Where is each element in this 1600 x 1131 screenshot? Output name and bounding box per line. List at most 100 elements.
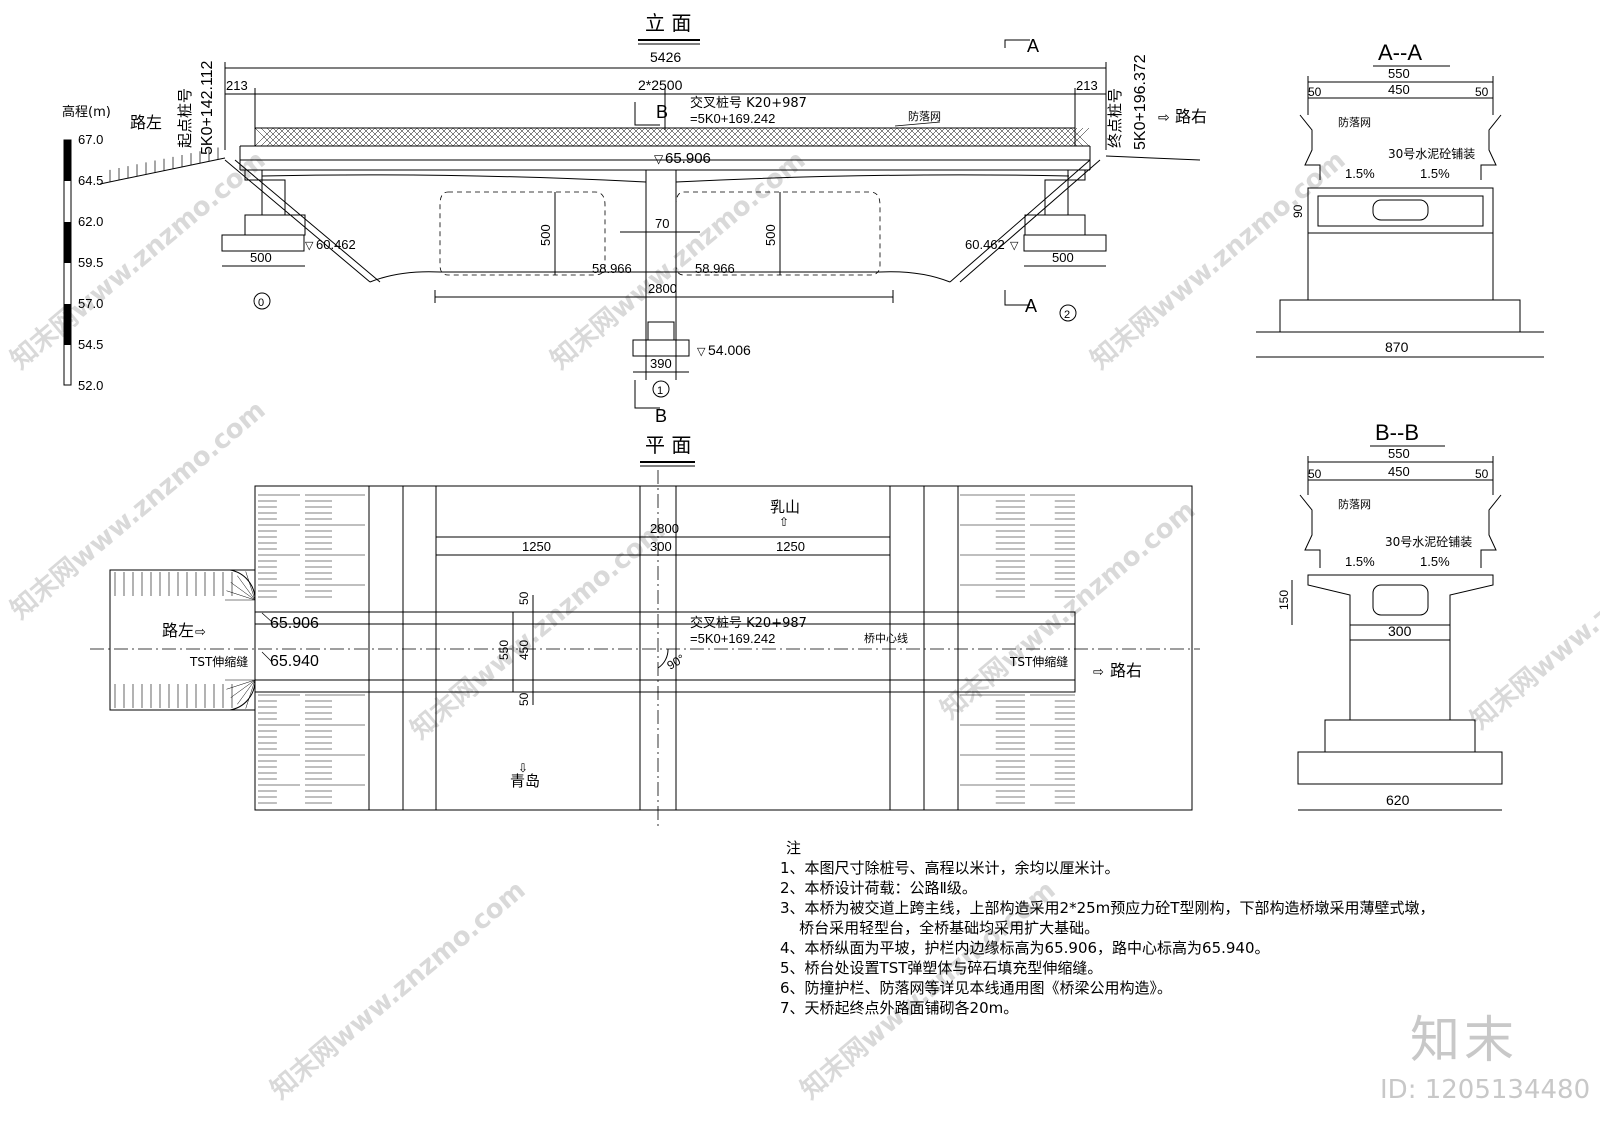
scale-tick-label: 64.5 — [78, 173, 103, 188]
pier-found-elev: 54.006 — [708, 342, 751, 358]
section-b-top: B — [656, 102, 668, 122]
note-item: 1、本图尺寸除桩号、高程以米计，余均以厘米计。 — [780, 859, 1120, 877]
right-road-label: 路右 — [1175, 107, 1207, 126]
note-item: 6、防撞护栏、防落网等详见本线通用图《桥梁公用构造》。 — [780, 979, 1173, 997]
watermark-text: 知末网www.znzmo.com — [5, 395, 271, 625]
abut-found-right: 60.462 — [965, 237, 1005, 252]
note-item: 5、桥台处设置TST弹塑体与碎石填充型伸缩缝。 — [780, 959, 1103, 977]
watermark-text: 知末网www.znzmo.com — [1465, 505, 1600, 735]
plan-left-road: 路左 — [162, 621, 194, 640]
deck-elev: 65.906 — [665, 150, 711, 167]
ground-left: 58.966 — [592, 261, 632, 276]
section-a-bottom: A — [1025, 296, 1037, 316]
bb-slope-r: 1.5% — [1420, 554, 1450, 569]
plan-centerline: 桥中心线 — [864, 631, 908, 645]
plan-outline — [254, 485, 1193, 811]
plan-cross-station-eq: =5K0+169.242 — [690, 631, 775, 646]
aa-w-deck: 450 — [1388, 82, 1410, 97]
section-a-top: A — [1027, 36, 1039, 56]
plan-dim-total: 2800 — [650, 521, 679, 536]
aa-w-total: 550 — [1388, 66, 1410, 81]
start-station-title: 起点桩号 — [176, 88, 194, 148]
dim-total-length: 5426 — [650, 49, 681, 65]
elev-marker-icon: ▽ — [697, 345, 706, 358]
bb-pier-w: 300 — [1388, 623, 1412, 639]
watermark-text: 知末网www.znzmo.com — [5, 145, 271, 375]
drawing-id: ID: 1205134480 — [1380, 1075, 1591, 1105]
direction-top: 乳山 — [770, 498, 800, 516]
aa-base: 870 — [1385, 339, 1409, 355]
elev-marker-icon: ▽ — [305, 239, 314, 252]
ground-right: 58.966 — [695, 261, 735, 276]
node-0: 0 — [258, 297, 264, 309]
pier-thickness: 70 — [655, 216, 669, 231]
watermark-text: 知末网www.znzmo.com — [935, 495, 1201, 725]
watermark-text: 知末网www.znzmo.com — [265, 875, 531, 1105]
plan-elev-edge: 65.906 — [270, 615, 319, 632]
plan-joint-right: TST伸缩缝 — [1009, 654, 1068, 669]
watermark-text: 知末网www.znzmo.com — [545, 145, 811, 375]
plan-elev-center: 65.940 — [270, 653, 319, 670]
bb-base: 620 — [1386, 792, 1410, 808]
plan-width-deck: 450 — [517, 640, 531, 660]
plan-dim-left: 1250 — [522, 539, 551, 554]
dim-end-left: 213 — [226, 78, 248, 93]
bb-slope-l: 1.5% — [1345, 554, 1375, 569]
plan-joint-left: TST伸缩缝 — [189, 654, 248, 669]
aa-w-side-r: 50 — [1475, 85, 1489, 99]
node-1: 1 — [657, 385, 663, 397]
arrow-up-icon: ⇧ — [779, 515, 789, 529]
fence-label: 防落网 — [908, 109, 941, 123]
brand-logo: 知末 — [1410, 1011, 1518, 1069]
abut-found-left: 60.462 — [316, 237, 356, 252]
abut-width-right: 500 — [1052, 250, 1074, 265]
left-road-label: 路左 — [130, 113, 162, 132]
scale-tick-label: 67.0 — [78, 132, 103, 147]
plan-width-side-top: 50 — [517, 591, 531, 605]
clear-height-left: 500 — [538, 224, 553, 246]
plan-width-side-bottom: 50 — [517, 692, 531, 706]
abut-width-left: 500 — [250, 250, 272, 265]
arrow-right-icon: ⇨ — [195, 625, 206, 640]
end-station-title: 终点桩号 — [1106, 88, 1124, 148]
note-item: 桥台采用轻型台，全桥基础均采用扩大基础。 — [780, 919, 1100, 937]
aa-slope-r: 1.5% — [1420, 166, 1450, 181]
plan-right-road: 路右 — [1110, 661, 1142, 680]
section-b-bottom: B — [655, 406, 667, 426]
note-item: 7、天桥起终点外路面铺砌各20m。 — [780, 999, 1019, 1017]
bb-w-total: 550 — [1388, 446, 1410, 461]
scale-tick-label: 54.5 — [78, 337, 103, 352]
right-abutment: 60.462 ▽ 500 2 — [949, 159, 1107, 322]
aa-paving: 30号水泥砼铺装 — [1388, 147, 1475, 161]
underpass-width: 2800 — [648, 281, 677, 296]
note-item: 3、本桥为被交道上跨主线，上部构造采用2*25m预应力砼T型刚构，下部构造桥墩采… — [780, 899, 1435, 917]
scale-title: 高程(m) — [62, 104, 111, 120]
note-item: 4、本桥纵面为平坡，护栏内边缘标高为65.906，路中心标高为65.940。 — [780, 939, 1270, 957]
watermark-text: 知末网www.znzmo.com — [1085, 145, 1351, 375]
start-station: 5K0+142.112 — [199, 60, 216, 155]
aa-w-side-l: 50 — [1308, 85, 1322, 99]
bb-fence: 防落网 — [1338, 497, 1371, 511]
note-item: 2、本桥设计荷载：公路Ⅱ级。 — [780, 879, 977, 897]
cross-station: 交叉桩号 K20+987 — [690, 95, 807, 111]
left-abutment: 60.462 ▽ 500 0 — [221, 159, 381, 310]
elevation-title: 立 面 — [645, 11, 691, 35]
bb-paving: 30号水泥砼铺装 — [1385, 535, 1472, 549]
aa-height: 90 — [1291, 204, 1305, 218]
scale-tick-label: 62.0 — [78, 214, 103, 229]
elev-marker-icon: ▽ — [654, 152, 664, 166]
notes-title: 注 — [786, 839, 802, 857]
elev-marker-icon: ▽ — [1010, 239, 1019, 252]
bb-w-side-r: 50 — [1475, 467, 1489, 481]
scale-tick-label: 57.0 — [78, 296, 103, 311]
bb-w-side-l: 50 — [1308, 467, 1322, 481]
arrow-down-icon: ⇩ — [518, 761, 528, 775]
plan-dim-right: 1250 — [776, 539, 805, 554]
plan-cross-station: 交叉桩号 K20+987 — [690, 615, 807, 631]
arrow-right-icon: ⇨ — [1158, 110, 1170, 126]
section-bb-title: B--B — [1375, 420, 1419, 445]
dim-span: 2*2500 — [638, 77, 683, 93]
clear-height-right: 500 — [763, 224, 778, 246]
cross-station-eq: =5K0+169.242 — [690, 111, 775, 126]
